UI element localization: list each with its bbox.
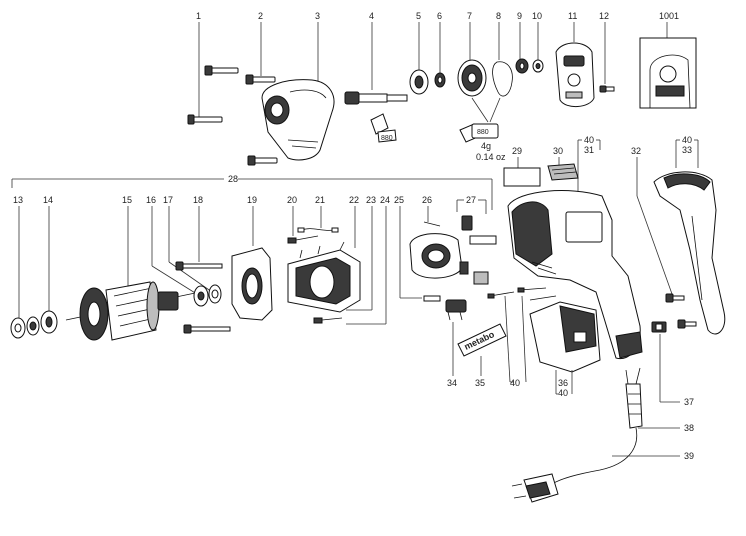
part-27-brush-parts: [459, 215, 497, 285]
part-1-screw: [187, 114, 223, 125]
part-label-9: 9: [517, 11, 522, 21]
part-22-stator: [287, 241, 361, 313]
part-7-gear: [457, 59, 487, 97]
part-label-35: 35: [475, 378, 485, 388]
part-label-40-b: 40: [682, 135, 692, 145]
part-33-handle-cover: [653, 171, 726, 335]
part-label-31: 31: [584, 145, 594, 155]
part-19-fan-baffle: [231, 247, 273, 321]
grease-amount-ounces: 0.14 oz: [476, 152, 506, 162]
middle-row-labels: 13 14 15 16 17 18 19 20 21 22 23 24 25 2…: [13, 195, 487, 325]
part-label-2: 2: [258, 11, 263, 21]
part-1001-assembly-box: [639, 37, 697, 109]
part-30-label: [547, 163, 579, 181]
upper-right-labels: 29 30 40 31 32 40 33: [512, 135, 699, 295]
part-31-motor-housing: [507, 190, 643, 360]
part-label-24: 24: [380, 195, 390, 205]
part-label-10: 10: [532, 11, 542, 21]
part-label-4: 4: [369, 11, 374, 21]
part-label-39: 39: [684, 451, 694, 461]
part-2-screws: [204, 65, 278, 166]
part-label-5: 5: [416, 11, 421, 21]
grease-tube-label: 880: [477, 129, 489, 136]
part-3-gear-housing: [261, 79, 335, 161]
part-label-21: 21: [315, 195, 325, 205]
part-26-brush-holder: [409, 221, 463, 279]
part-8-o-ring: [492, 61, 513, 97]
part-20-carbon-brush-wire: [287, 235, 343, 324]
connector-wires: [487, 287, 557, 301]
part-label-28: 28: [228, 174, 238, 184]
part-13-washer: [10, 317, 26, 339]
part-17-washer: [208, 284, 222, 304]
part-29-rating-plate: [503, 167, 541, 187]
part-label-26: 26: [422, 195, 432, 205]
part-label-40-c: 40: [510, 378, 520, 388]
part-label-3: 3: [315, 11, 320, 21]
part-label-18: 18: [193, 195, 203, 205]
part-36-switch: [529, 301, 601, 373]
part-label-12: 12: [599, 11, 609, 21]
part-label-32: 32: [631, 146, 641, 156]
part-label-27: 27: [466, 195, 476, 205]
part-label-29: 29: [512, 146, 522, 156]
part-label-13: 13: [13, 195, 23, 205]
part-6-ring: [434, 72, 446, 88]
part-18-screws: [175, 261, 231, 334]
part-37-switch-part: [651, 321, 667, 333]
part-label-8: 8: [496, 11, 501, 21]
part-label-6: 6: [437, 11, 442, 21]
part-25-wire: [423, 295, 441, 302]
part-39-power-cable: [511, 427, 638, 503]
part-12-screw: [599, 85, 615, 93]
part-label-33: 33: [682, 145, 692, 155]
part-label-15: 15: [122, 195, 132, 205]
part-16-bearing: [193, 285, 209, 307]
grease-tube-label-small: 880: [381, 135, 393, 142]
part-4-spindle: 880: [344, 91, 408, 143]
lower-labels: 34 35 40 36 40 37 38 39: [447, 295, 694, 461]
part-32-screws: [665, 293, 697, 329]
part-14-bearing: [26, 310, 58, 336]
part-label-19: 19: [247, 195, 257, 205]
part-label-30: 30: [553, 146, 563, 156]
grease-amount-grams: 4g: [481, 141, 491, 151]
part-11-gear-switch: [555, 42, 595, 107]
part-label-16: 16: [146, 195, 156, 205]
part-34-capacitor: [445, 299, 467, 321]
part-5-ball-bearing: [409, 69, 429, 95]
part-label-37: 37: [684, 397, 694, 407]
part-label-20: 20: [287, 195, 297, 205]
part-label-11: 11: [568, 11, 577, 21]
part-10-washer: [532, 59, 544, 73]
top-row-labels: 1 2 3 4 5 6 7 8 9 10 11 12 1001: [196, 11, 679, 118]
part-label-36: 36: [558, 378, 568, 388]
part-label-1001: 1001: [659, 11, 679, 21]
part-label-38: 38: [684, 423, 694, 433]
part-label-14: 14: [43, 195, 53, 205]
part-label-1: 1: [196, 11, 201, 21]
part-label-7: 7: [467, 11, 472, 21]
part-label-22: 22: [349, 195, 359, 205]
part-label-17: 17: [163, 195, 173, 205]
part-9-washer: [515, 58, 529, 74]
bracket-28: 28: [11, 174, 493, 210]
part-label-40-a: 40: [584, 135, 594, 145]
part-15-armature: [65, 281, 201, 341]
part-35-logo-badge: metabo: [457, 323, 507, 357]
part-label-23: 23: [366, 195, 376, 205]
grease-tube: 880 4g 0.14 oz: [459, 97, 506, 162]
part-label-34: 34: [447, 378, 457, 388]
part-38-cable-sleeve: [625, 367, 643, 429]
part-label-25: 25: [394, 195, 404, 205]
part-label-40-d: 40: [558, 388, 568, 398]
part-21-wire: [297, 227, 339, 233]
